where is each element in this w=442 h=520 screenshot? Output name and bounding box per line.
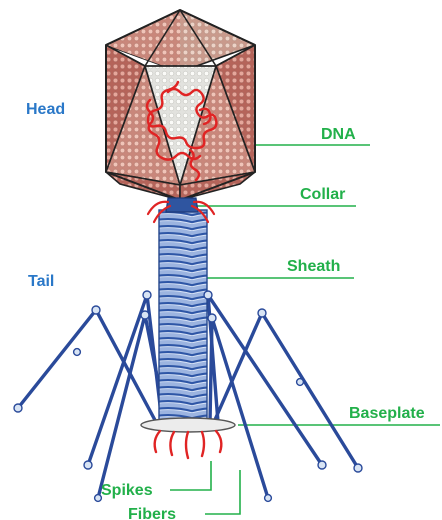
tail-label: Tail	[28, 273, 54, 290]
baseplate-label: Baseplate	[349, 405, 425, 422]
fiber-joint	[14, 404, 22, 412]
spikes	[155, 431, 222, 458]
spike	[155, 431, 160, 452]
sheath-label: Sheath	[287, 258, 340, 275]
fiber-joint	[143, 291, 151, 299]
spike	[202, 432, 204, 456]
fiber-joint	[208, 314, 216, 322]
dna-label: DNA	[321, 126, 356, 143]
fibers-label: Fibers	[128, 506, 176, 520]
fiber-joint	[258, 309, 266, 317]
fiber-joint	[297, 379, 304, 386]
baseplate	[141, 418, 235, 432]
fiber-joint	[74, 349, 81, 356]
spike	[170, 432, 174, 455]
fiber-joint	[84, 461, 92, 469]
spike	[216, 431, 221, 452]
fiber-joint	[141, 311, 149, 319]
fiber-joint	[265, 495, 272, 502]
capsid-head	[106, 10, 255, 200]
tail-fiber	[88, 295, 162, 465]
head-label: Head	[26, 101, 65, 118]
fiber-joint	[92, 306, 100, 314]
spike	[186, 432, 188, 458]
fiber-joint	[354, 464, 362, 472]
collar-label: Collar	[300, 186, 345, 203]
tail-sheath	[159, 210, 207, 420]
fiber-joint	[318, 461, 326, 469]
spikes-label: Spikes	[101, 482, 153, 499]
spikes-leader-line	[170, 461, 211, 490]
fiber-joint	[204, 291, 212, 299]
